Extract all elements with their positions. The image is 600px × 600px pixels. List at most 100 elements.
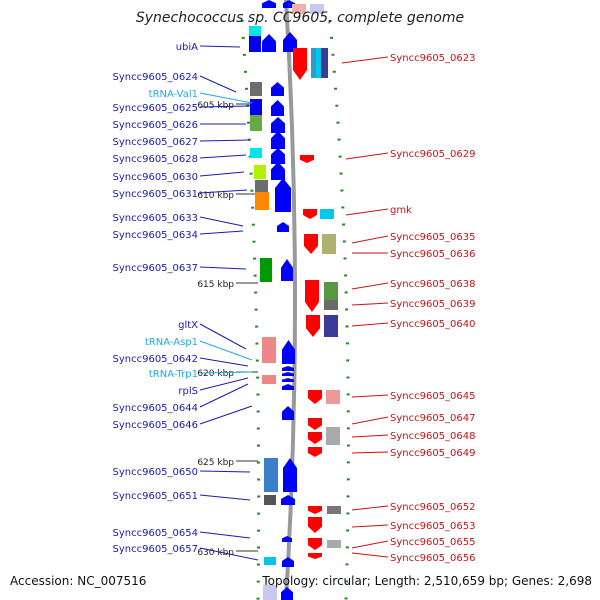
- forward-gene-arrow: [275, 178, 291, 212]
- forward-gene-block: [250, 115, 262, 131]
- forward-gene-label: Syncc9605_0628: [113, 154, 199, 165]
- reverse-label-leader: [351, 552, 389, 558]
- reverse-label-leader: [341, 56, 389, 64]
- reverse-gene-block: [320, 209, 334, 219]
- forward-gene-label: Syncc9605_0651: [113, 491, 199, 502]
- reverse-label-leader: [351, 505, 389, 511]
- reverse-label-leader: [351, 540, 389, 549]
- scale-tick-label: 630 kbp: [197, 548, 234, 558]
- reverse-gene-arrow: [308, 506, 322, 514]
- forward-gene-arrow: [282, 366, 294, 371]
- forward-gene-block: [250, 148, 262, 158]
- forward-gene-block: [255, 192, 269, 210]
- reverse-gene-block: [292, 4, 306, 14]
- forward-gene-label: Syncc9605_0644: [113, 403, 199, 414]
- forward-gene-block: [264, 557, 276, 565]
- scale-tick-label: 615 kbp: [197, 280, 234, 290]
- reverse-gene-block: [324, 300, 338, 310]
- map-title: Synechococcus sp. CC9605, complete genom…: [135, 10, 465, 26]
- reverse-gene-arrow: [308, 517, 322, 533]
- forward-gene-arrow: [271, 82, 284, 96]
- forward-gene-arrow: [271, 148, 285, 164]
- reverse-gene-arrow: [304, 234, 318, 254]
- reverse-gene-label: Syncc9605_0645: [390, 391, 476, 402]
- forward-label-leader: [199, 266, 247, 270]
- reverse-label-leader: [351, 322, 389, 327]
- forward-gene-arrow: [282, 340, 295, 364]
- reverse-gene-block: [324, 282, 338, 302]
- forward-gene-arrow: [271, 162, 285, 180]
- scale-tick-label: 610 kbp: [197, 191, 234, 201]
- forward-gene-block: [249, 26, 261, 36]
- reverse-gene-arrow: [300, 155, 314, 163]
- reverse-gene-arrow: [293, 48, 307, 80]
- reverse-label-leader: [351, 524, 389, 528]
- forward-gene-label: tRNA-Asp1: [145, 337, 198, 348]
- forward-gene-block: [262, 375, 276, 384]
- forward-label-leader: [199, 105, 251, 108]
- forward-label-leader: [199, 154, 247, 159]
- reverse-gene-block: [327, 540, 341, 548]
- forward-gene-block: [262, 337, 276, 363]
- forward-gene-arrow: [262, 34, 276, 52]
- genome-backbone: [284, 0, 297, 600]
- forward-gene-arrow: [281, 587, 293, 600]
- reverse-gene-block: [327, 506, 341, 514]
- forward-gene-arrow: [262, 0, 276, 8]
- reverse-gene-arrow: [303, 209, 317, 219]
- reverse-gene-arrow: [308, 553, 322, 559]
- forward-gene-arrow: [282, 557, 294, 567]
- reverse-label-leader: [351, 394, 389, 398]
- forward-gene-arrow: [277, 222, 289, 232]
- forward-gene-label: Syncc9605_0627: [113, 137, 199, 148]
- reverse-gene-arrow: [308, 447, 322, 457]
- forward-label-leader: [199, 357, 249, 367]
- forward-label-leader: [199, 371, 253, 374]
- forward-gene-label: rplS: [178, 386, 198, 397]
- reverse-label-leader: [351, 451, 389, 454]
- reverse-label-leader: [351, 282, 389, 290]
- forward-label-leader: [199, 75, 237, 93]
- forward-gene-arrow: [282, 372, 294, 376]
- forward-gene-arrow: [283, 32, 297, 52]
- reverse-gene-label: Syncc9605_0653: [390, 521, 476, 532]
- forward-label-leader: [199, 171, 245, 177]
- reverse-gene-label: Syncc9605_0656: [390, 553, 476, 564]
- reverse-gene-arrow: [308, 418, 322, 430]
- forward-gene-label: Syncc9605_0624: [113, 72, 199, 83]
- forward-gene-label: gltX: [178, 320, 198, 331]
- forward-gene-label: tRNA-Trp1: [149, 369, 198, 380]
- reverse-gene-label: Syncc9605_0655: [390, 537, 476, 548]
- forward-gene-label: Syncc9605_0650: [113, 467, 199, 478]
- reverse-gene-arrow: [308, 432, 322, 444]
- forward-gene-label: tRNA-Val1: [149, 89, 198, 100]
- reverse-gene-label: Syncc9605_0648: [390, 431, 476, 442]
- forward-gene-block: [254, 165, 266, 179]
- forward-label-leader: [199, 216, 244, 227]
- forward-gene-block: [250, 82, 262, 96]
- forward-gene-label: Syncc9605_0630: [113, 172, 199, 183]
- reverse-label-leader: [345, 208, 389, 216]
- forward-gene-label: Syncc9605_0625: [113, 103, 199, 114]
- forward-gene-block: [260, 258, 272, 282]
- forward-gene-block: [249, 36, 261, 52]
- forward-gene-label: Syncc9605_0633: [113, 213, 199, 224]
- reverse-gene-label: gmk: [390, 205, 412, 216]
- forward-label-leader: [199, 92, 253, 104]
- reverse-gene-label: Syncc9605_0629: [390, 149, 476, 160]
- reverse-gene-label: Syncc9605_0639: [390, 299, 476, 310]
- forward-label-leader: [199, 323, 247, 350]
- reverse-label-leader: [351, 434, 389, 438]
- reverse-gene-block: [322, 234, 336, 254]
- reverse-gene-label: Syncc9605_0635: [390, 232, 476, 243]
- scale-tick-label: 620 kbp: [197, 369, 234, 379]
- forward-label-leader: [199, 405, 253, 425]
- forward-gene-label: Syncc9605_0654: [113, 528, 199, 539]
- forward-gene-arrow: [283, 458, 297, 492]
- forward-label-leader: [199, 377, 249, 391]
- reverse-label-leader: [345, 152, 389, 160]
- reverse-gene-block: [316, 48, 321, 78]
- forward-label-leader: [199, 383, 249, 408]
